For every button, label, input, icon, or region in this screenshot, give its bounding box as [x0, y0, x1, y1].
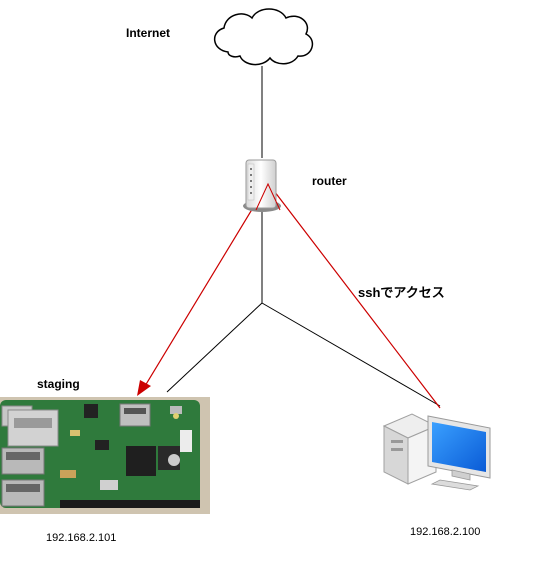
- ssh-access-label: sshでアクセス: [358, 282, 445, 301]
- internet-label: Internet: [126, 26, 170, 40]
- wire-switch-staging: [167, 303, 262, 392]
- desktop-pc-icon: [384, 414, 490, 490]
- router-icon: [243, 160, 281, 212]
- staging-label: staging: [37, 377, 80, 391]
- router-label: router: [312, 174, 347, 188]
- wire-switch-pc: [262, 303, 440, 406]
- pc-ip-label: 192.168.2.100: [410, 526, 480, 538]
- cloud-icon: [215, 9, 313, 65]
- raspberry-pi-board: [0, 397, 210, 514]
- ssh-arrowhead: [137, 380, 151, 396]
- staging-ip-label: 192.168.2.101: [46, 532, 116, 544]
